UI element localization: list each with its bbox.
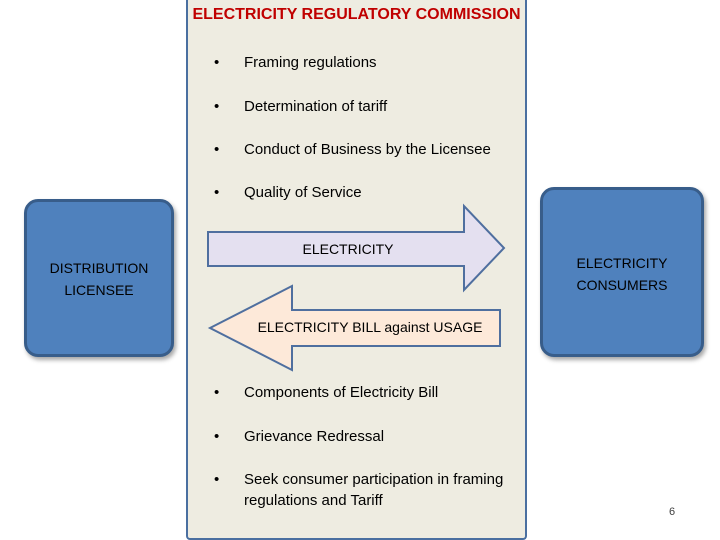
top-point-text: Conduct of Business by the Licensee [244,141,491,158]
distribution-licensee-box [24,199,174,357]
bottom-point-text: Grievance Redressal [244,428,385,445]
bullet-icon: • [214,141,220,158]
arrow-to-licensee-label: ELECTRICITY BILL against USAGE [257,319,483,335]
arrow-to-consumers-label: ELECTRICITY [302,241,394,257]
bullet-icon: • [214,471,220,488]
bottom-point-text: Components of Electricity Bill [244,384,439,401]
bullet-icon: • [214,428,220,445]
top-point-text: Determination of tariff [244,98,388,115]
bullet-icon: • [214,98,220,115]
top-point-text: Quality of Service [244,184,362,201]
bottom-point-text: Seek consumer participation in framing r… [244,471,504,509]
electricity-consumers-label: ELECTRICITY CONSUMERS [576,255,668,293]
page-number: 6 [668,506,676,518]
top-point-text: Framing regulations [244,54,377,71]
bullet-icon: • [214,384,220,401]
electricity-consumers-box [540,187,704,357]
bullet-icon: • [214,184,220,201]
arrow-to-consumers [207,203,506,293]
commission-title: ELECTRICITY REGULATORY COMMISSION [192,6,521,23]
distribution-licensee-label: DISTRIBUTION LICENSEE [49,260,149,298]
bullet-icon: • [214,54,220,71]
arrow-to-licensee [207,284,501,372]
